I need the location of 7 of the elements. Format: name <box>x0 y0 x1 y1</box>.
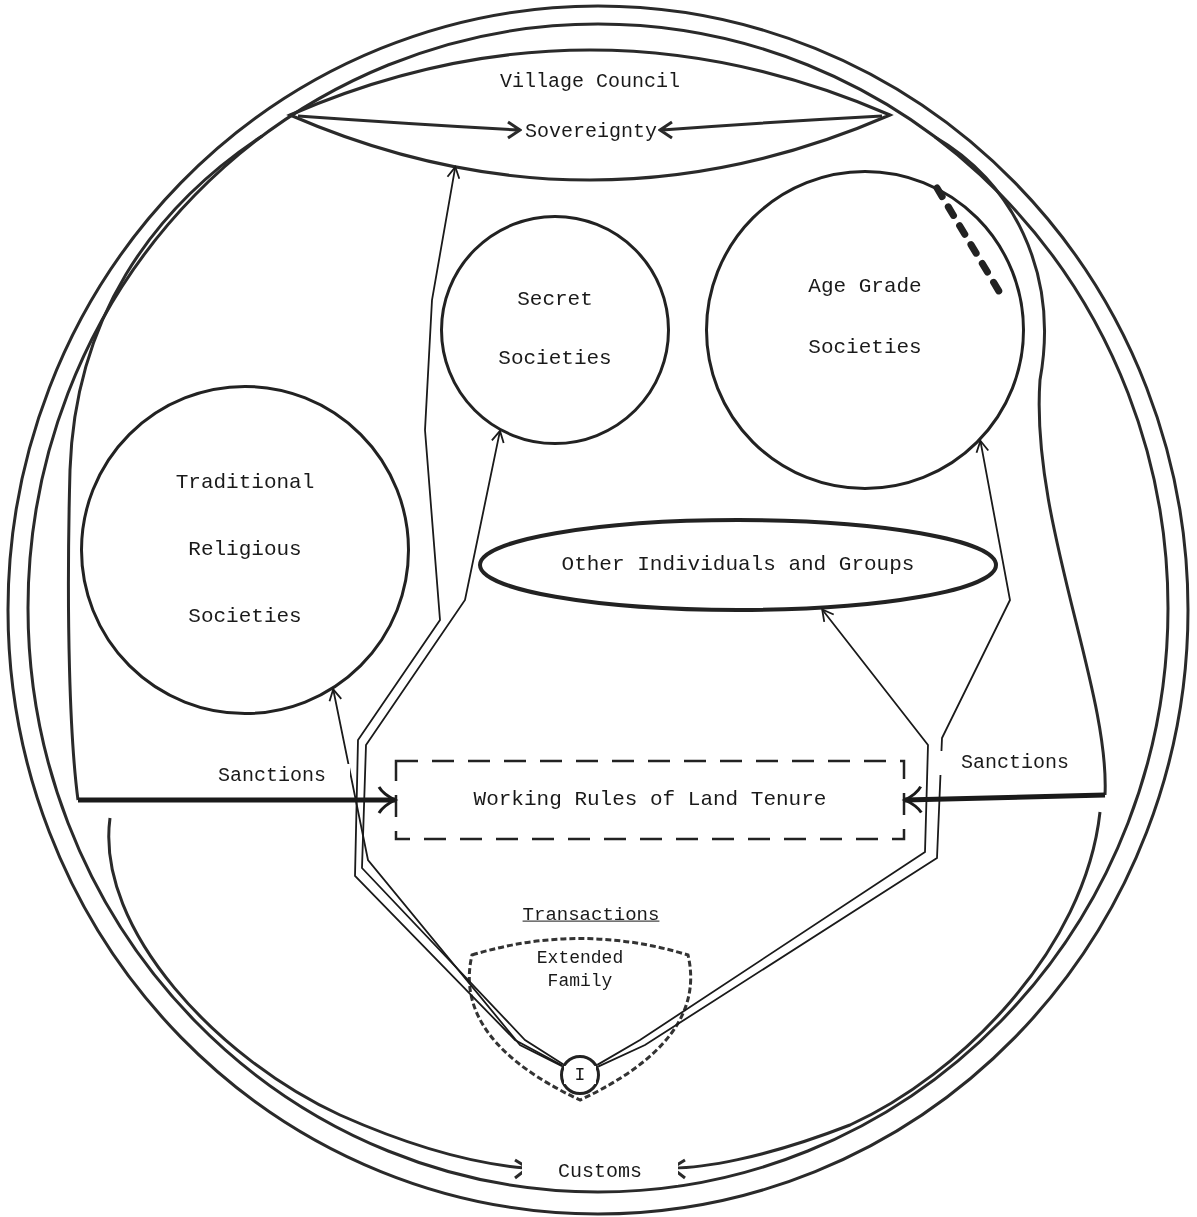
band-label: Customs <box>522 1159 678 1185</box>
arrow <box>596 608 929 1066</box>
arrow <box>354 166 564 1067</box>
arrow <box>597 439 1011 1068</box>
arrow <box>328 688 563 1067</box>
node-label: I <box>564 1066 596 1084</box>
arrow <box>361 430 564 1066</box>
